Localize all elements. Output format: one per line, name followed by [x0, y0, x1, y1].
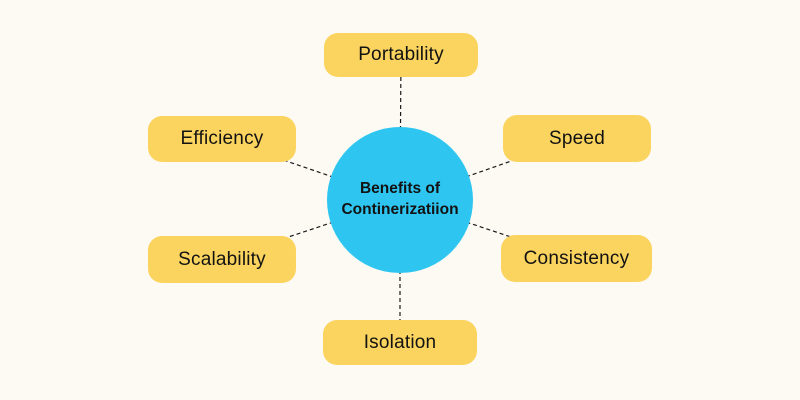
node-speed: Speed [503, 115, 651, 162]
center-circle: Benefits of Continerizatiion [327, 127, 473, 273]
node-scalability-label: Scalability [178, 248, 266, 270]
node-scalability: Scalability [148, 236, 296, 283]
node-isolation-label: Isolation [363, 331, 437, 353]
center-title-line2: Continerizatiion [341, 201, 459, 218]
node-efficiency-label: Efficiency [180, 128, 264, 149]
node-efficiency: Efficiency [148, 116, 296, 162]
node-portability-label: Portability [358, 44, 444, 65]
node-isolation: Isolation [323, 320, 477, 365]
node-portability: Portability [324, 33, 478, 77]
center-title-line1: Benefits of [359, 180, 441, 198]
node-consistency: Consistency [501, 235, 652, 282]
node-speed-label: Speed [549, 127, 605, 149]
node-consistency-label: Consistency [523, 247, 630, 269]
